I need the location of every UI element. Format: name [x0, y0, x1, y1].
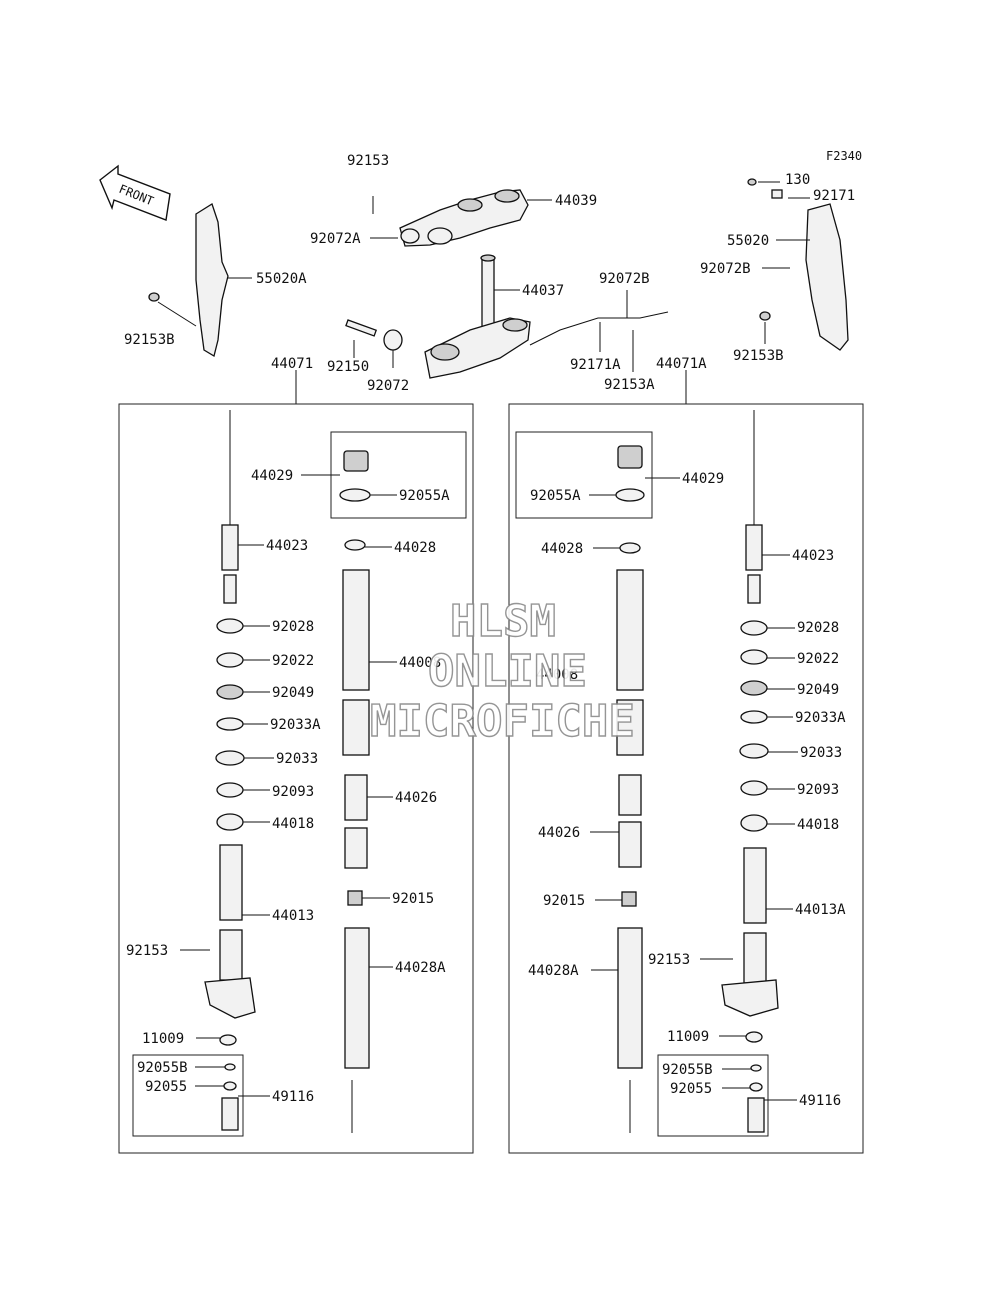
- steering-stem-part: [424, 254, 531, 379]
- right-label-92055B: 92055B: [662, 1062, 713, 1078]
- label-92150: 92150: [327, 359, 369, 375]
- right-label-49116: 49116: [799, 1093, 841, 1109]
- left-label-92055B: 92055B: [137, 1060, 188, 1076]
- left-label-92028: 92028: [272, 619, 314, 635]
- left-fork-guard-part: [148, 203, 229, 358]
- right-label-44028A: 44028A: [528, 963, 579, 979]
- left-label-92055: 92055: [145, 1079, 187, 1095]
- left-leaders: [180, 474, 397, 1097]
- right-label-11009: 11009: [667, 1029, 709, 1045]
- right-label-92033: 92033: [800, 745, 842, 761]
- right-label-92153: 92153: [648, 952, 690, 968]
- right-label-44029: 44029: [682, 471, 724, 487]
- label-92072A: 92072A: [310, 231, 361, 247]
- right-label-44023: 44023: [792, 548, 834, 564]
- label-44039: 44039: [555, 193, 597, 209]
- left-label-44013: 44013: [272, 908, 314, 924]
- front-arrow-icon: FRONT: [99, 164, 171, 221]
- right-label-44013A: 44013A: [795, 902, 846, 918]
- left-label-44018: 44018: [272, 816, 314, 832]
- watermark-line-3: MICROFICHE: [370, 696, 635, 747]
- left-label-92049: 92049: [272, 685, 314, 701]
- left-label-92055A: 92055A: [399, 488, 450, 504]
- left-label-49116: 49116: [272, 1089, 314, 1105]
- left-label-44029: 44029: [251, 468, 293, 484]
- right-label-92055A: 92055A: [530, 488, 581, 504]
- upper-triple-clamp-part: [399, 189, 529, 247]
- right-fork-assembly: [508, 403, 864, 1154]
- left-fork-assembly: [118, 403, 474, 1154]
- right-label-92033A: 92033A: [795, 710, 846, 726]
- watermark-line-1: HLSM: [450, 596, 556, 647]
- left-label-92015: 92015: [392, 891, 434, 907]
- right-label-44028: 44028: [541, 541, 583, 557]
- label-92072B: 92072B: [599, 271, 650, 287]
- label-55020: 55020: [727, 233, 769, 249]
- right-label-92028: 92028: [797, 620, 839, 636]
- label-92153B-right: 92153B: [733, 348, 784, 364]
- left-label-44028: 44028: [394, 540, 436, 556]
- label-92153A: 92153A: [604, 377, 655, 393]
- label-92153-top: 92153: [347, 153, 389, 169]
- left-label-44028A: 44028A: [395, 960, 446, 976]
- left-label-92022: 92022: [272, 653, 314, 669]
- left-label-92033A: 92033A: [270, 717, 321, 733]
- left-label-92033: 92033: [276, 751, 318, 767]
- left-label-44008: 44008: [399, 655, 441, 671]
- left-label-92093: 92093: [272, 784, 314, 800]
- left-label-44026: 44026: [395, 790, 437, 806]
- label-92171A: 92171A: [570, 357, 621, 373]
- left-label-44023: 44023: [266, 538, 308, 554]
- label-44071: 44071: [271, 356, 313, 372]
- right-label-44018: 44018: [797, 817, 839, 833]
- left-label-92153: 92153: [126, 943, 168, 959]
- label-92072: 92072: [367, 378, 409, 394]
- label-44071A: 44071A: [656, 356, 707, 372]
- right-label-44008: 44008: [536, 667, 578, 683]
- figure-code: F2340: [826, 149, 862, 163]
- right-label-92055: 92055: [670, 1081, 712, 1097]
- watermark-line-2: ONLINE: [428, 646, 587, 697]
- right-leaders: [589, 477, 798, 1101]
- label-130: 130: [785, 172, 810, 188]
- right-label-92015: 92015: [543, 893, 585, 909]
- watermark: HLSM ONLINE MICROFICHE: [369, 595, 635, 747]
- label-44037: 44037: [522, 283, 564, 299]
- right-label-92093: 92093: [797, 782, 839, 798]
- right-fork-guard-part: [747, 178, 849, 351]
- label-92171: 92171: [813, 188, 855, 204]
- right-label-44026: 44026: [538, 825, 580, 841]
- label-92072B-right: 92072B: [700, 261, 751, 277]
- right-label-92022: 92022: [797, 651, 839, 667]
- label-92153B-left: 92153B: [124, 332, 175, 348]
- label-55020A: 55020A: [256, 271, 307, 287]
- right-label-92049: 92049: [797, 682, 839, 698]
- left-label-11009: 11009: [142, 1031, 184, 1047]
- bolt-92150-part: [345, 319, 403, 351]
